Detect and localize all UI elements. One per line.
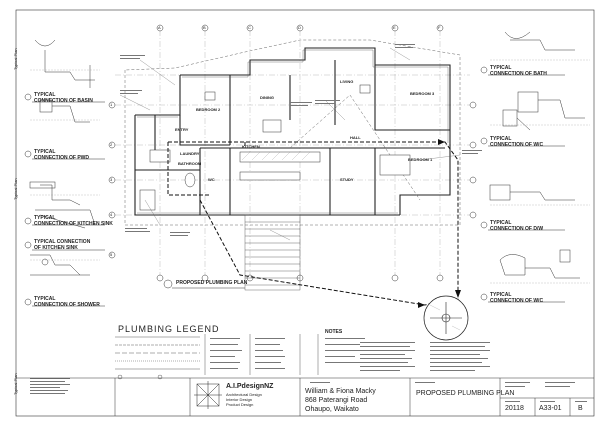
legend-lines bbox=[115, 334, 319, 380]
detail-subtitle-bath: CONNECTION OF BATH bbox=[490, 71, 547, 77]
company-tagline-2: Interior Design bbox=[226, 397, 253, 402]
room-label: LAUNDRY bbox=[180, 151, 200, 156]
inner-wall-lines bbox=[137, 49, 449, 214]
left-detail-sketches bbox=[29, 39, 96, 276]
grid-label: 3 bbox=[110, 177, 113, 182]
legend-title: PLUMBING LEGEND bbox=[118, 324, 220, 334]
grid-label: C bbox=[248, 25, 251, 30]
grid-label: 4 bbox=[110, 212, 113, 217]
annotation-notes bbox=[120, 44, 482, 236]
logo-mark bbox=[194, 381, 222, 409]
detail-subtitle-wc: CONNECTION OF W/C bbox=[490, 142, 544, 148]
detail-title-wc-2: TYPICAL bbox=[490, 292, 512, 298]
site-address-2: Ohaupo, Waikato bbox=[305, 406, 359, 413]
margin-label-1: Typical Plan bbox=[13, 48, 18, 70]
room-label: BEDROOM 1 bbox=[408, 157, 433, 162]
detail-subtitle-kitchen-2: OF KITCHEN SINK bbox=[34, 245, 78, 251]
legend-text-bars bbox=[30, 338, 490, 394]
plan-title: PROPOSED PLUMBING PLAN bbox=[176, 280, 248, 286]
room-label: LIVING bbox=[340, 79, 354, 84]
roof-outline bbox=[124, 39, 461, 226]
site-address-1: 868 Paterangi Road bbox=[305, 397, 368, 404]
company-name: A.I.PdesignNZ bbox=[226, 383, 274, 390]
grid-label: F bbox=[438, 25, 441, 30]
grid-label: 5 bbox=[110, 252, 113, 257]
sheet-border bbox=[15, 9, 595, 417]
company-tagline-1: Architectural Design bbox=[226, 392, 262, 397]
room-label: KITCHEN bbox=[242, 144, 260, 149]
title-block-lines bbox=[16, 377, 594, 416]
room-label: ENTRY bbox=[175, 127, 189, 132]
client-name: William & Fiona Macky bbox=[305, 388, 376, 395]
detail-subtitle-basin: CONNECTION OF BASIN bbox=[34, 98, 93, 104]
detail-title-wc: TYPICAL bbox=[490, 136, 512, 142]
room-label: DINING bbox=[260, 95, 274, 100]
detail-title-basin: TYPICAL bbox=[34, 92, 56, 98]
drawing-title: PROPOSED PLUMBING PLAN bbox=[416, 390, 515, 397]
drain-arrows bbox=[418, 139, 461, 308]
detail-title-shower: TYPICAL bbox=[34, 296, 56, 302]
sheet-number: A33-01 bbox=[539, 405, 562, 412]
grid-label: 2 bbox=[110, 142, 113, 147]
left-detail-dims bbox=[30, 69, 100, 261]
detail-subtitle-dw: CONNECTION OF D/W bbox=[490, 226, 544, 232]
detail-subtitle-shower: CONNECTION OF SHOWER bbox=[34, 302, 100, 308]
detail-title-pwd: TYPICAL bbox=[34, 149, 56, 155]
fixtures bbox=[139, 84, 411, 211]
room-label: BEDROOM 2 bbox=[196, 107, 221, 112]
grid-label: D bbox=[298, 25, 301, 30]
grid-label: E bbox=[393, 25, 396, 30]
grid-label: A bbox=[158, 25, 161, 30]
detail-title-kitchen-2: TYPICAL CONNECTION bbox=[34, 239, 91, 245]
detail-title-bath: TYPICAL bbox=[490, 65, 512, 71]
detail-subtitle-wc-2: CONNECTION OF W/C bbox=[490, 298, 544, 304]
right-detail-sketches bbox=[489, 31, 585, 279]
grid-bubbles bbox=[108, 24, 477, 282]
room-label: WC bbox=[208, 177, 215, 182]
detail-title-dw: TYPICAL bbox=[490, 220, 512, 226]
bench-hatch bbox=[241, 151, 311, 161]
grid-label: B bbox=[203, 25, 206, 30]
revision: B bbox=[578, 405, 583, 412]
detail-title-kitchen: TYPICAL bbox=[34, 215, 56, 221]
deck bbox=[244, 214, 301, 291]
margin-label-2: Typical Plan bbox=[13, 178, 18, 200]
left-title-underlines bbox=[32, 101, 105, 307]
room-label: STUDY bbox=[340, 177, 354, 182]
room-label: BATHROOM bbox=[178, 161, 202, 166]
right-detail-dims bbox=[490, 59, 590, 284]
notes-title: NOTES bbox=[325, 329, 343, 335]
detail-subtitle-pwd: CONNECTION OF PWD bbox=[34, 155, 89, 161]
grid-label: 1 bbox=[110, 102, 113, 107]
room-label: BEDROOM 3 bbox=[410, 91, 435, 96]
company-tagline-3: Product Design bbox=[226, 402, 254, 407]
right-title-underlines bbox=[488, 74, 565, 303]
job-number: 20118 bbox=[505, 405, 524, 412]
margin-label-3: Typical Plan bbox=[13, 373, 18, 395]
room-label: HALL bbox=[350, 135, 361, 140]
detail-subtitle-kitchen: CONNECTION OF KITCHEN SINK bbox=[34, 221, 113, 227]
